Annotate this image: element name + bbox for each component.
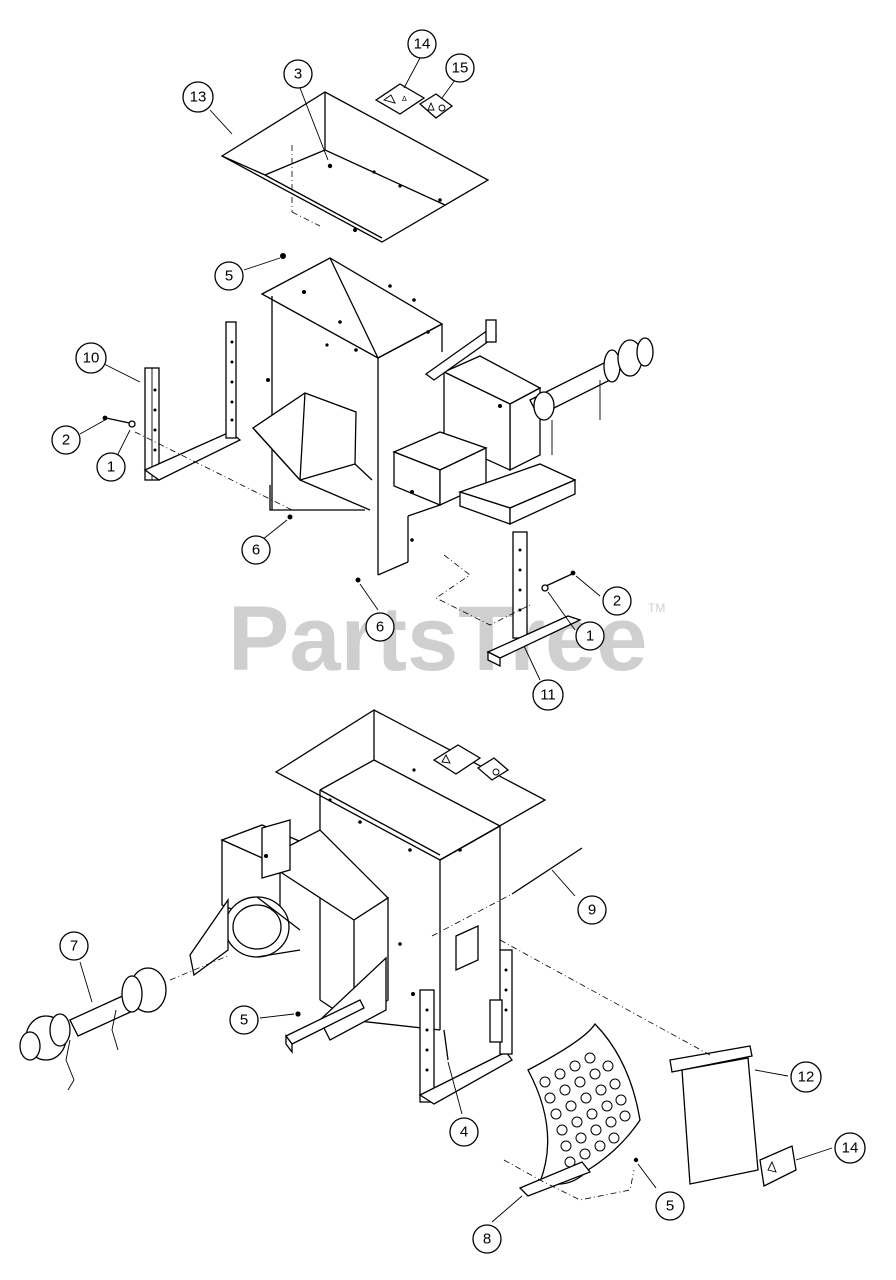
callout-13[interactable]: 13 [182,81,214,113]
part-7-pto-shaft [19,967,167,1091]
part-1-washer-left [128,420,136,428]
pto-shaft-top [529,337,654,455]
screen-centerline [503,1159,635,1201]
callout-5b-label: 5 [240,1012,248,1029]
part-4-pin [443,1029,449,1061]
callout-4-label: 4 [460,1124,468,1141]
rod-centerline [431,893,513,937]
callout-3[interactable]: 3 [283,59,313,89]
callout-6b-label: 6 [376,619,384,636]
svg-text:ᐃ: ᐃ [402,96,407,103]
callout-6b[interactable]: 6 [365,612,395,642]
callout-7[interactable]: 7 [59,931,89,961]
callout-5b[interactable]: 5 [229,1005,259,1035]
assembled-legs [418,949,513,1105]
callout-leaders [79,57,833,1223]
callout-13-label: 13 [190,89,207,106]
callout-11[interactable]: 11 [532,679,564,711]
front-support [285,956,387,1054]
callout-6a-label: 6 [252,542,260,559]
callout-3-label: 3 [294,66,302,83]
deflector-centerline [499,939,711,1056]
callout-5a-label: 5 [225,268,233,285]
part-14-decal-top: ᐃ [374,83,426,115]
callout-14b-label: 14 [842,1140,859,1157]
callout-1a[interactable]: 1 [96,452,126,482]
part-2-bolt-right [545,570,576,587]
feed-chute [252,392,373,511]
callout-14a[interactable]: 14 [407,29,437,59]
part-13-hopper-top [220,91,490,243]
discharge-tube [189,896,301,977]
part-14-decal-bottom [759,1145,797,1187]
callout-2b[interactable]: 2 [602,586,632,616]
callout-6a[interactable]: 6 [241,535,271,565]
callout-14b[interactable]: 14 [834,1132,866,1164]
watermark-trademark: TM [648,601,665,615]
callout-5a[interactable]: 5 [214,261,244,291]
callout-1b[interactable]: 1 [575,621,605,651]
callout-4[interactable]: 4 [449,1117,479,1147]
part-6-nut-b [355,577,361,583]
callout-10[interactable]: 10 [75,342,107,374]
part-11-bracket-right [486,531,582,668]
callout-12-label: 12 [798,1069,815,1086]
callout-2b-label: 2 [613,593,621,610]
callout-14a-label: 14 [414,36,431,53]
part-1-washer-right [541,584,549,592]
pto-centerline [169,954,231,981]
upper-housing [260,257,444,576]
callout-10-label: 10 [83,350,100,367]
callout-8[interactable]: 8 [472,1224,502,1254]
callout-2a-label: 2 [62,432,70,449]
part-9-rod [511,847,583,895]
callout-5c[interactable]: 5 [655,1191,685,1221]
callout-7-label: 7 [70,938,78,955]
callout-8-label: 8 [483,1231,491,1248]
part-5-nut-top [280,253,286,259]
part-12-deflector [669,1045,759,1185]
callout-9-label: 9 [588,902,596,919]
part-14-decal-assembled [432,744,510,781]
callout-15[interactable]: 15 [445,53,475,83]
gearbox-top [392,319,577,526]
callout-9[interactable]: 9 [577,895,607,925]
callout-12[interactable]: 12 [790,1061,822,1093]
assembled-hopper [274,709,547,861]
part-5-nut-bottom [295,1011,301,1017]
callout-5c-label: 5 [666,1198,674,1215]
part-10-bracket-left [143,321,242,481]
callout-15-label: 15 [452,60,469,77]
callout-1a-label: 1 [107,459,115,476]
part-15-decal-top [418,93,454,119]
part-5-nut-screen [633,1157,639,1163]
part-6-nut-a [287,514,293,520]
part-8-screen [518,1022,641,1197]
callout-11-label: 11 [540,687,556,704]
centerline-left [134,431,293,511]
callout-1b-label: 1 [586,628,594,645]
callout-2a[interactable]: 2 [51,425,81,455]
